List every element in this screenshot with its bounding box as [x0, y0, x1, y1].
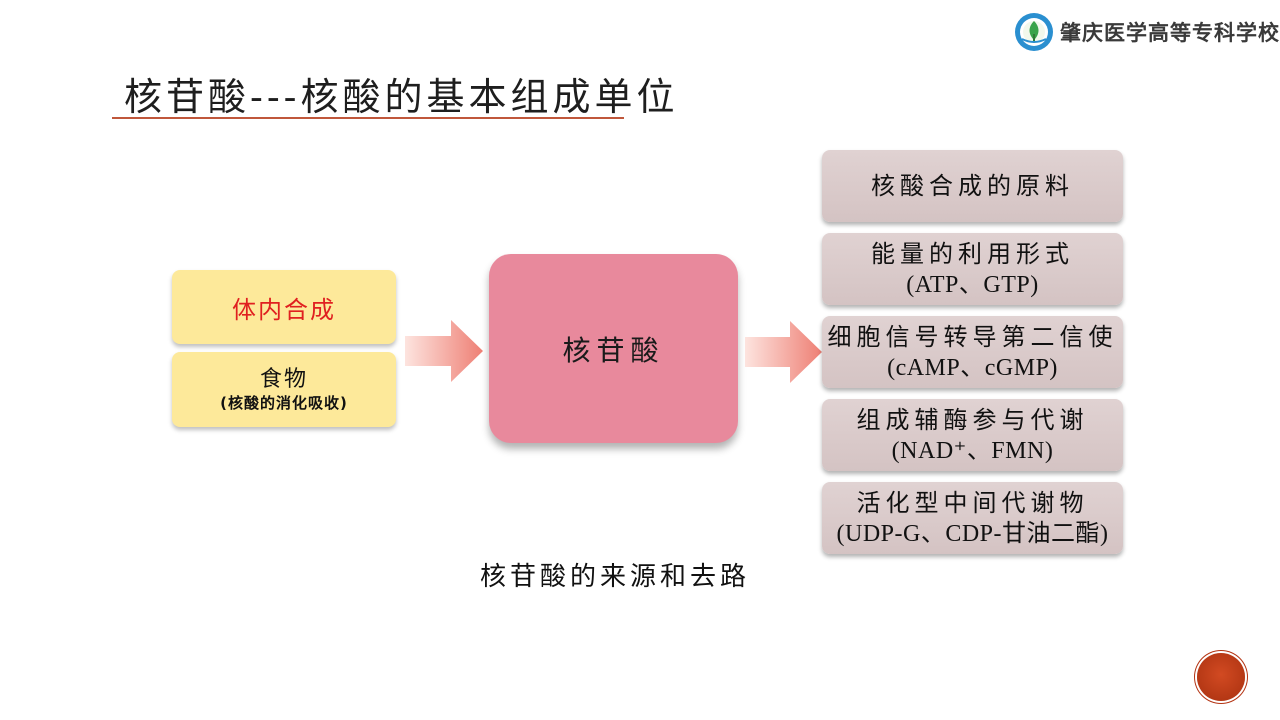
- school-emblem-icon: [1015, 13, 1053, 51]
- slide-title: 核苷酸---核酸的基本组成单位: [124, 75, 679, 119]
- use-line2: (ATP、GTP): [906, 272, 1039, 298]
- source-food-box: 食物 (核酸的消化吸收): [172, 352, 396, 427]
- use-line2: (NAD⁺、FMN): [891, 438, 1054, 464]
- use-line1: 活化型中间代谢物: [856, 489, 1089, 517]
- use-line1: 核酸合成的原料: [871, 172, 1074, 200]
- use-line1: 细胞信号转导第二信使: [827, 323, 1118, 351]
- nucleotide-box: 核苷酸: [489, 254, 738, 443]
- school-name: 肇庆医学高等专科学校: [1060, 20, 1280, 45]
- nucleotide-label: 核苷酸: [562, 333, 665, 367]
- source-synthesis-box: 体内合成: [172, 270, 396, 344]
- use-box-nucleic-acid-material: 核酸合成的原料: [822, 150, 1123, 222]
- arrow-right-icon: [405, 320, 483, 382]
- use-line2: (UDP-G、CDP-甘油二酯): [836, 521, 1109, 547]
- use-box-coenzyme: 组成辅酶参与代谢 (NAD⁺、FMN): [822, 399, 1123, 471]
- corner-circle-button[interactable]: [1197, 653, 1245, 701]
- use-line1: 能量的利用形式: [871, 240, 1074, 268]
- source-synthesis-label: 体内合成: [232, 295, 336, 324]
- source-food-label: 食物: [259, 366, 308, 392]
- use-line1: 组成辅酶参与代谢: [856, 406, 1089, 434]
- diagram-caption: 核苷酸的来源和去路: [480, 562, 751, 592]
- use-line2: (cAMP、cGMP): [887, 355, 1058, 381]
- use-box-energy-form: 能量的利用形式 (ATP、GTP): [822, 233, 1123, 305]
- school-logo: 肇庆医学高等专科学校: [1014, 12, 1280, 52]
- use-box-activated-intermediate: 活化型中间代谢物 (UDP-G、CDP-甘油二酯): [822, 482, 1123, 554]
- use-box-second-messenger: 细胞信号转导第二信使 (cAMP、cGMP): [822, 316, 1123, 388]
- arrow-right-icon: [745, 321, 822, 383]
- title-underline: [112, 117, 624, 119]
- source-food-note: (核酸的消化吸收): [220, 393, 348, 412]
